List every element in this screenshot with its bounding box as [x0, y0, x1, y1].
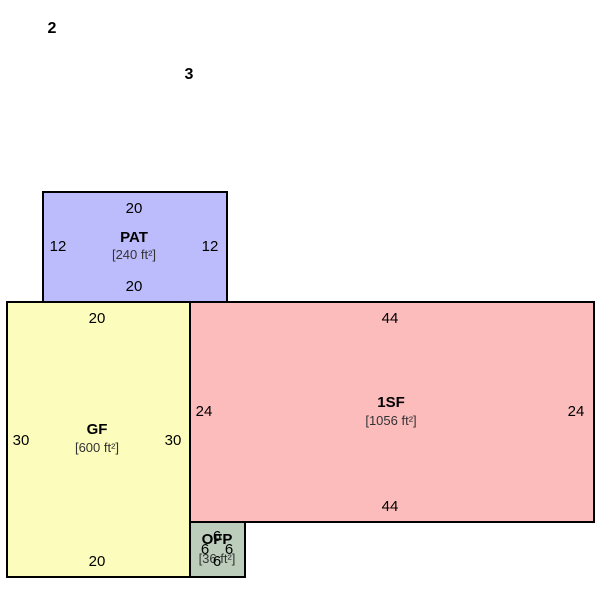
area-gf-name: GF	[87, 421, 108, 438]
marker-label-b: 3	[185, 66, 194, 83]
area-gf-size: [600 ft²]	[75, 440, 119, 455]
area-gf-dim-top: 20	[89, 310, 106, 327]
area-1sf-size: [1056 ft²]	[365, 413, 416, 428]
area-pat[interactable]: PAT [240 ft²] 20 20 12 12	[42, 191, 228, 303]
area-ofp-name: OFP	[202, 531, 233, 548]
area-1sf-dim-top: 44	[382, 310, 399, 327]
area-1sf-dim-right: 24	[568, 403, 585, 420]
area-pat-name: PAT	[120, 229, 148, 246]
area-ofp-dim-top: 6	[213, 528, 221, 545]
area-ofp-size: [36 ft²]	[199, 551, 236, 566]
area-1sf-shape[interactable]	[189, 301, 595, 523]
area-ofp-dim-left: 6	[201, 541, 209, 558]
area-ofp-shape[interactable]	[189, 521, 246, 578]
area-1sf[interactable]: 1SF [1056 ft²] 44 44 24 24	[189, 301, 595, 523]
area-pat-size: [240 ft²]	[112, 247, 156, 262]
area-1sf-dim-left: 24	[196, 403, 213, 420]
area-1sf-dim-bottom: 44	[382, 498, 399, 515]
area-pat-dim-bottom: 20	[126, 278, 143, 295]
area-gf-shape[interactable]	[6, 301, 191, 578]
area-pat-shape[interactable]	[42, 191, 228, 303]
area-pat-dim-right: 12	[202, 238, 219, 255]
area-ofp-dim-bottom: 6	[213, 553, 221, 570]
area-gf-dim-bottom: 20	[89, 553, 106, 570]
area-gf[interactable]: GF [600 ft²] 20 20 30 30	[6, 301, 191, 578]
area-ofp-dim-right: 6	[225, 541, 233, 558]
area-pat-dim-top: 20	[126, 200, 143, 217]
area-gf-dim-left: 30	[13, 432, 30, 449]
area-1sf-name: 1SF	[377, 394, 405, 411]
area-ofp[interactable]: OFP [36 ft²] 6 6 6 6	[189, 521, 246, 578]
marker-label-a: 2	[48, 20, 57, 37]
area-pat-dim-left: 12	[50, 238, 67, 255]
area-gf-dim-right: 30	[165, 432, 182, 449]
